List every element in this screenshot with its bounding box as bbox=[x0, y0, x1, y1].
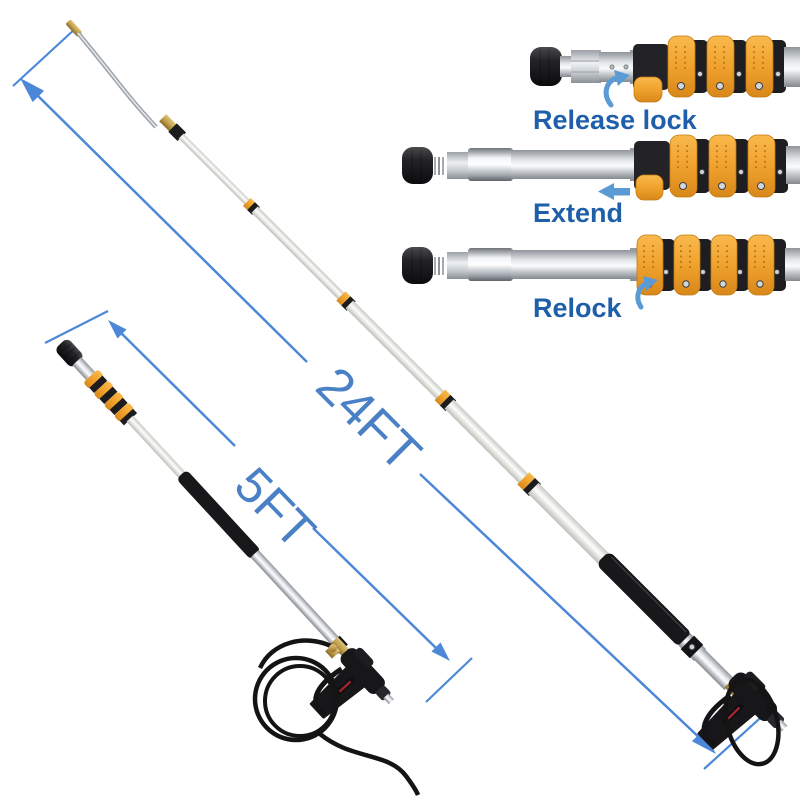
lower-tube bbox=[250, 549, 347, 653]
clamp-unit bbox=[747, 134, 788, 198]
clamp-unit-locked bbox=[710, 234, 749, 296]
trigger-guard bbox=[701, 693, 732, 748]
released-lock-lever bbox=[635, 174, 664, 201]
hose bbox=[755, 688, 772, 713]
chrome-collar bbox=[468, 148, 513, 181]
dimension-line bbox=[33, 91, 308, 363]
pole-clamp bbox=[242, 197, 256, 211]
clamp-unit-locked bbox=[747, 234, 786, 296]
hex-fitting bbox=[447, 252, 470, 279]
end-cap bbox=[530, 47, 562, 86]
foam-grip bbox=[598, 553, 690, 645]
pole-clamp bbox=[336, 291, 351, 306]
pole-section bbox=[126, 415, 187, 479]
hose bbox=[318, 732, 421, 796]
clamp-unit bbox=[745, 35, 786, 98]
witness-line bbox=[12, 27, 77, 87]
step-label-extend: Extend bbox=[533, 198, 623, 228]
collapsed-pole bbox=[56, 339, 421, 796]
hose-loop bbox=[723, 677, 781, 767]
trigger-gun bbox=[309, 636, 394, 719]
trigger-guard bbox=[313, 666, 343, 717]
foam-grip bbox=[178, 471, 260, 558]
end-cap bbox=[402, 247, 433, 284]
hose-coil bbox=[252, 655, 340, 743]
extended-pole bbox=[66, 19, 788, 767]
gun-tube bbox=[693, 648, 736, 691]
bracket-screw bbox=[688, 643, 696, 651]
hex-fitting bbox=[571, 50, 601, 83]
arrow-left-icon bbox=[598, 183, 630, 200]
pole-section-5 bbox=[527, 482, 610, 565]
hex-fitting bbox=[447, 152, 470, 179]
gun-body bbox=[340, 648, 385, 694]
pole-section-2 bbox=[251, 206, 346, 301]
extended-tube bbox=[511, 250, 639, 279]
clamp-unit bbox=[669, 134, 710, 198]
neck-tube bbox=[72, 357, 95, 380]
clamp-unit-locked bbox=[673, 234, 712, 296]
step-label-relock: Relock bbox=[533, 293, 623, 323]
inset-step-extend: Extend bbox=[402, 134, 800, 228]
hose-fitting bbox=[329, 644, 337, 652]
end-cap bbox=[402, 147, 433, 184]
rotate-counterclockwise-arrow-icon bbox=[603, 75, 619, 108]
threaded-stem bbox=[434, 157, 444, 175]
pole-clamp bbox=[517, 472, 535, 490]
step-label-release-lock: Release lock bbox=[533, 105, 698, 135]
end-cap bbox=[56, 339, 83, 367]
spray-nozzle-tip bbox=[66, 19, 82, 37]
clamp-unit bbox=[706, 35, 747, 98]
clamp-unit bbox=[708, 134, 749, 198]
extended-tube bbox=[511, 150, 637, 179]
dimension-line bbox=[419, 473, 705, 743]
witness-line bbox=[425, 657, 473, 703]
dimension-line bbox=[115, 327, 236, 447]
pole-clamp bbox=[434, 389, 451, 406]
witness-line bbox=[703, 710, 769, 770]
dimension-24ft: 24FT bbox=[12, 27, 769, 770]
hose bbox=[257, 638, 332, 670]
pole-section-4 bbox=[444, 399, 530, 485]
gun-body bbox=[728, 672, 778, 722]
threaded-stem bbox=[434, 257, 444, 275]
clamp-unit bbox=[667, 35, 708, 98]
chrome-collar bbox=[468, 248, 513, 281]
dimension-line bbox=[312, 527, 437, 649]
inset-step-relock: Relock bbox=[402, 234, 800, 323]
released-lock-lever bbox=[633, 76, 663, 103]
collapsed-clamp-stack bbox=[84, 370, 138, 426]
witness-line bbox=[44, 310, 109, 344]
pole-section-1 bbox=[178, 133, 252, 207]
pole-section-3 bbox=[345, 300, 446, 401]
inset-step-release-lock: Release lock bbox=[530, 35, 800, 135]
